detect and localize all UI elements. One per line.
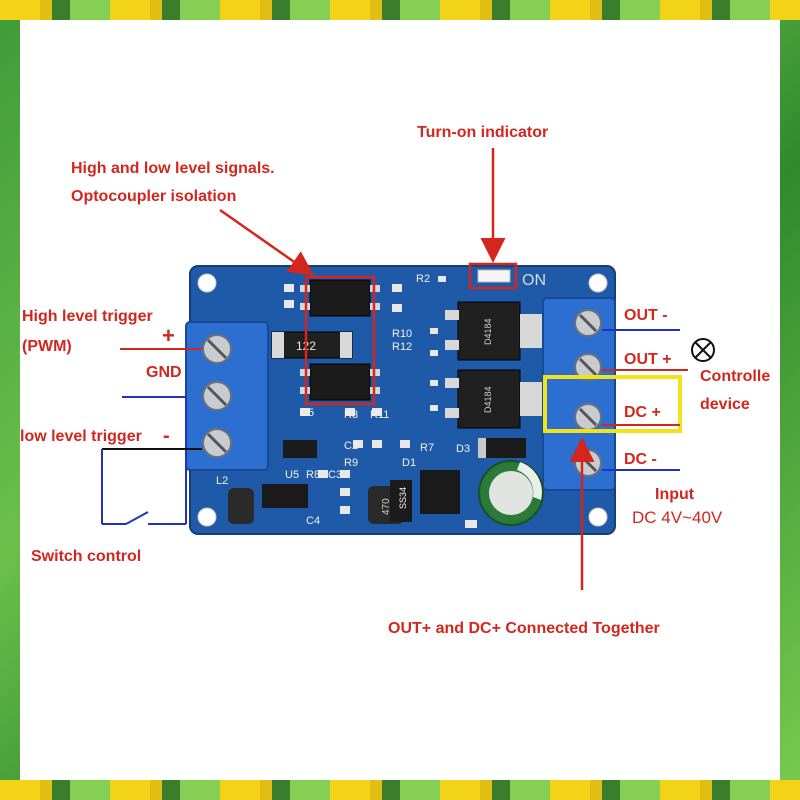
svg-text:R12: R12	[392, 341, 412, 353]
svg-text:D4184: D4184	[483, 386, 493, 413]
power-led	[477, 269, 511, 283]
mosfet	[457, 369, 521, 429]
connected-together-label: OUT+ and DC+ Connected Together	[388, 620, 660, 637]
svg-text:C2: C2	[344, 440, 358, 452]
svg-text:R11: R11	[370, 409, 389, 421]
mounting-hole	[588, 273, 608, 293]
svg-text:D1: D1	[402, 457, 416, 469]
switch-blade	[125, 511, 149, 525]
svg-text:C4: C4	[306, 515, 320, 527]
svg-text:R7: R7	[420, 442, 434, 454]
pwm-label: (PWM)	[22, 338, 72, 355]
mounting-hole	[197, 273, 217, 293]
svg-text:D4184: D4184	[483, 318, 493, 345]
svg-text:R3: R3	[344, 409, 358, 421]
diode-d3	[478, 438, 526, 458]
ic-u5	[262, 484, 308, 508]
gnd-label: GND	[146, 364, 182, 381]
bottom-border-stripe	[0, 780, 800, 800]
svg-text:ON: ON	[522, 272, 546, 289]
minus-sign: -	[163, 425, 170, 447]
load-symbol	[691, 338, 715, 362]
low-trigger-label: low level trigger	[20, 428, 142, 445]
smd-part	[283, 440, 317, 458]
svg-text:R8: R8	[306, 469, 320, 481]
dc-range-label: DC 4V~40V	[632, 508, 723, 527]
optocoupler-label: Optocoupler isolation	[71, 188, 237, 205]
inductor-l2	[228, 488, 254, 524]
svg-text:C3: C3	[328, 469, 342, 481]
device-label: device	[700, 396, 750, 413]
switch-control-label: Switch control	[31, 548, 142, 565]
svg-text:C5: C5	[300, 407, 314, 419]
out-minus-label: OUT -	[624, 307, 668, 324]
svg-text:R9: R9	[344, 457, 358, 469]
dc-minus-label: DC -	[624, 451, 657, 468]
svg-text:R2: R2	[416, 273, 430, 285]
svg-text:U5: U5	[285, 469, 299, 481]
chip-ss34	[390, 480, 412, 522]
ic-u6	[420, 470, 460, 514]
mounting-hole	[588, 507, 608, 527]
turn-on-indicator-label: Turn-on indicator	[417, 124, 549, 141]
svg-text:SS34: SS34	[398, 487, 408, 509]
out-plus-label: OUT +	[624, 351, 672, 368]
controller-label: Controlle	[700, 368, 771, 385]
svg-text:470: 470	[381, 498, 392, 515]
mounting-hole	[197, 507, 217, 527]
high-trigger-label: High level trigger	[22, 308, 153, 325]
optocoupler-highlight-box	[304, 275, 376, 406]
mosfet	[457, 301, 521, 361]
indicator-highlight-box	[468, 262, 518, 290]
svg-text:D3: D3	[456, 443, 470, 455]
plus-sign: +	[162, 323, 175, 348]
top-border-stripe	[0, 0, 800, 20]
svg-text:L2: L2	[216, 475, 228, 487]
dc-highlight-box	[543, 375, 682, 433]
optocoupler-chip	[309, 279, 371, 317]
dc-plus-label: DC +	[624, 404, 661, 421]
optocoupler-chip	[309, 363, 371, 401]
input-label: Input	[655, 486, 695, 503]
svg-text:R10: R10	[392, 328, 412, 340]
optocoupler-arrow	[219, 208, 315, 276]
signals-label: High and low level signals.	[71, 160, 275, 177]
